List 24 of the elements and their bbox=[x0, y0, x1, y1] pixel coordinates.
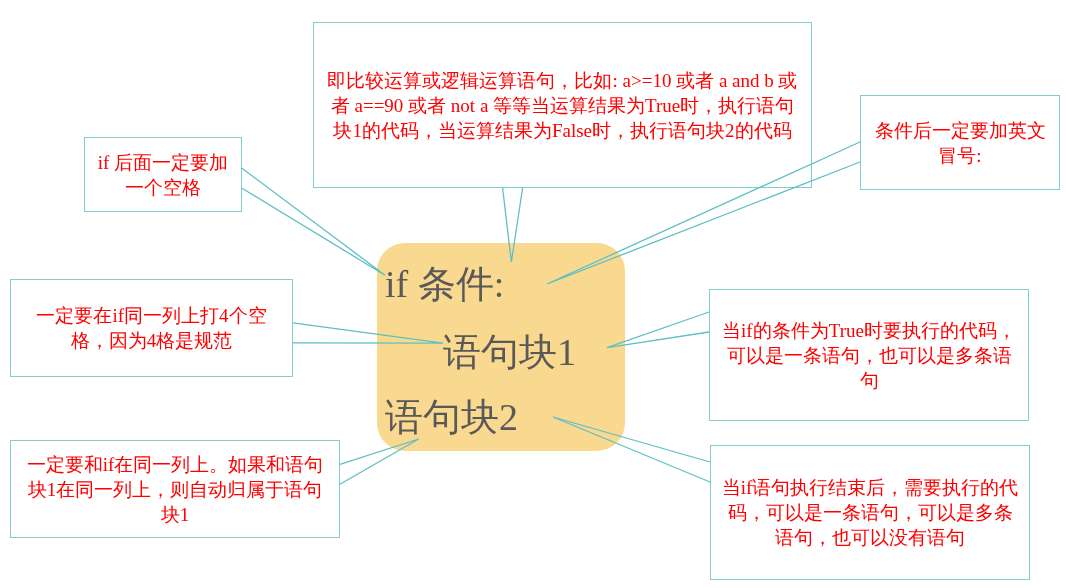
callout-box bbox=[710, 445, 1030, 580]
callout-box bbox=[313, 22, 812, 188]
callout-box bbox=[10, 440, 340, 538]
callout-text: 当if的条件为True时要执行的代码，可以是一条语句，也可以是多条语句 bbox=[721, 318, 1017, 393]
leader-line bbox=[606, 311, 710, 349]
callout-text: 即比较运算或逻辑运算语句，比如: a>=10 或者 a and b 或者 a==90 或者 not a 等等当运算结果为True时，执行语句块1的代码，当运算结果为False时，执行语句块2的代码 bbox=[326, 68, 799, 143]
code-line: 语句块2 bbox=[385, 395, 553, 439]
leader-line bbox=[546, 141, 861, 285]
callout-text: 当if语句执行结束后，需要执行的代码，可以是一条语句，可以是多条语句，也可以没有语句 bbox=[720, 476, 1020, 550]
callout-text: 一定要在if同一列上打4个空格，因为4格是规范 bbox=[35, 304, 268, 353]
leader-line bbox=[339, 438, 420, 485]
leader-line bbox=[552, 416, 711, 483]
leader-line bbox=[501, 187, 524, 263]
callout-box bbox=[709, 289, 1029, 421]
callout-box bbox=[10, 279, 293, 377]
code-line: 语句块1 bbox=[443, 330, 607, 374]
code-line: if 条件: bbox=[385, 262, 547, 306]
callout-box bbox=[84, 137, 242, 212]
code-box bbox=[377, 243, 625, 451]
callout-text: 条件后一定要加英文冒号: bbox=[873, 118, 1047, 168]
leader-line bbox=[292, 322, 444, 344]
callout-text: 一定要和if在同一列上。如果和语句块1在同一列上，则自动归属于语句块1 bbox=[25, 452, 325, 527]
callout-box bbox=[860, 95, 1060, 190]
callout-text: if 后面一定要加一个空格 bbox=[96, 150, 230, 200]
